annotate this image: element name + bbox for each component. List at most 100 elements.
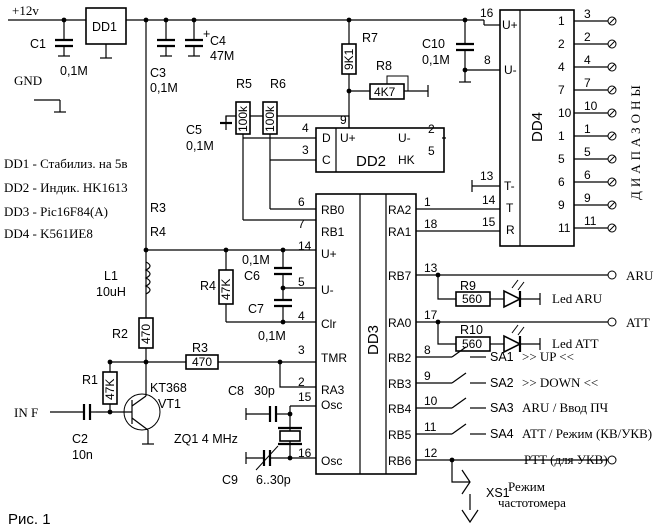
c1-value: 0,1M xyxy=(60,64,88,78)
led-aru-label: Led ARU xyxy=(552,291,603,306)
dd4-out-pin-number: 5 xyxy=(584,145,591,159)
switch-contact xyxy=(451,372,467,384)
dd1-label: DD1 xyxy=(92,20,117,34)
r3-top-label: R3 xyxy=(150,201,166,215)
dd2-um: U- xyxy=(398,131,411,145)
dd4-out-pin-label: 10 xyxy=(558,106,572,120)
r7-value: 9K1 xyxy=(342,48,356,70)
dd3-left-pin-number: 7 xyxy=(298,217,305,231)
att-terminal xyxy=(607,317,617,327)
dd3-right-pin-label: RB3 xyxy=(388,377,412,391)
dd3-left-pin-label: U+ xyxy=(321,247,337,261)
r10-value: 560 xyxy=(462,337,482,351)
r5-value: 100k xyxy=(236,105,250,132)
dd3-left-pin-number: 4 xyxy=(298,309,305,323)
legend-dd4: DD4 - K561ИЕ8 xyxy=(4,226,93,241)
dd3-left-pin-number: 14 xyxy=(298,239,312,253)
dd3-right-pin-label: RB4 xyxy=(388,402,412,416)
dd3-right-pin-label: RB2 xyxy=(388,351,412,365)
dd3-left-pin-label: Osc xyxy=(321,454,342,468)
c2-value: 10n xyxy=(72,448,93,462)
r2-value: 470 xyxy=(139,324,153,344)
dd4-r: R xyxy=(506,223,515,237)
dd3-right-pin-number: 1 xyxy=(424,195,431,209)
dd3-right-pin-label: RA0 xyxy=(388,316,412,330)
dd3-left-pin-label: Clr xyxy=(321,317,336,331)
aru-label: ARU xyxy=(626,268,654,283)
switch-name: SA4 xyxy=(490,427,514,441)
dd2-n3: 3 xyxy=(302,143,309,157)
dd4-out-pin-label: 5 xyxy=(558,152,565,166)
r2-label: R2 xyxy=(112,327,128,341)
dd3-right-pin-number: 17 xyxy=(424,308,438,322)
switch-function: >> DOWN << xyxy=(522,375,598,390)
r1-label: R1 xyxy=(82,373,98,387)
r8-value: 4K7 xyxy=(374,85,396,99)
legend-dd1: DD1 - Стабилиз. на 5в xyxy=(4,156,127,171)
r8-label: R8 xyxy=(376,59,392,73)
c3-label: C3 xyxy=(150,66,166,80)
dd3-right-pin-number: 8 xyxy=(424,343,431,357)
dd3-left-pin-number: 6 xyxy=(298,195,305,209)
dd3-left-pin-number: 3 xyxy=(298,343,305,357)
zq1-label: ZQ1 4 MHz xyxy=(174,432,238,446)
dd4-out-pin-number: 1 xyxy=(584,122,591,136)
dd4-out-terminal-slash xyxy=(608,109,616,117)
dd4-tm: T- xyxy=(504,179,515,193)
dd2-n2: 2 xyxy=(428,122,435,136)
dd3-right-pin-label: RA2 xyxy=(388,203,412,217)
r4-top-label: R4 xyxy=(150,225,166,239)
c5-value: 0,1M xyxy=(186,139,214,153)
dd4-out-pin-label: 2 xyxy=(558,37,565,51)
dd1-regulator xyxy=(85,7,127,45)
dd4-n8: 8 xyxy=(484,53,491,67)
switch-contact xyxy=(451,346,467,358)
legend-dd3: DD3 - Pic16F84(A) xyxy=(4,204,108,219)
r6-label: R6 xyxy=(270,77,286,91)
legend-dd2: DD2 - Индик. HK1613 xyxy=(4,180,128,195)
dd4-label: DD4 xyxy=(529,112,546,142)
switch-contact xyxy=(451,397,467,409)
r6-value: 100k xyxy=(263,105,277,132)
c7-label: C7 xyxy=(248,302,264,316)
c9-value: 6..30p xyxy=(256,473,291,487)
switch-name: SA1 xyxy=(490,350,514,364)
dd2-c: C xyxy=(322,153,331,167)
c8-label: C8 xyxy=(228,384,244,398)
dd4-out-pin-number: 7 xyxy=(584,76,591,90)
led-aru-diode xyxy=(503,289,522,309)
switch-function: ARU / Ввод ПЧ xyxy=(522,400,609,415)
r3-label: R3 xyxy=(192,341,208,355)
c5-label: C5 xyxy=(186,123,202,137)
r9-value: 560 xyxy=(462,292,482,306)
dd2-n4: 4 xyxy=(302,121,309,135)
power-rail xyxy=(8,17,484,362)
switch-name: SA2 xyxy=(490,376,514,390)
dd4-out-pin-number: 11 xyxy=(584,214,597,228)
dd4-out-terminal-slash xyxy=(608,17,616,25)
dd4-out-pin-label: 7 xyxy=(558,83,565,97)
led-att-label: Led ATT xyxy=(552,336,599,351)
dd3-left-pin-label: TMR xyxy=(321,351,347,365)
r2-resistor xyxy=(138,317,154,349)
r4-label: R4 xyxy=(200,279,216,293)
led-att-diode xyxy=(503,334,522,354)
c6-label: C6 xyxy=(244,269,260,283)
dd3-right-pin-label: RB5 xyxy=(388,428,412,442)
dd4-out-pin-label: 11 xyxy=(558,221,571,235)
dd4-out-pin-label: 9 xyxy=(558,198,565,212)
vt1-model: KT368 xyxy=(150,381,187,395)
dd3-left-pin-label: U- xyxy=(321,283,334,297)
figure-caption: Рис. 1 xyxy=(8,511,51,528)
r7-label: R7 xyxy=(362,31,378,45)
dd4-t: T xyxy=(506,201,514,215)
dd3-left-pin-number: 2 xyxy=(298,375,305,389)
dd3-right-pin-number: 18 xyxy=(424,217,438,231)
dd3-mcu xyxy=(315,193,417,475)
dd3-label: DD3 xyxy=(365,325,382,355)
r1-value: 47K xyxy=(103,379,117,400)
dd3-right-pin-label: RB6 xyxy=(388,454,412,468)
c2-label: C2 xyxy=(72,432,88,446)
